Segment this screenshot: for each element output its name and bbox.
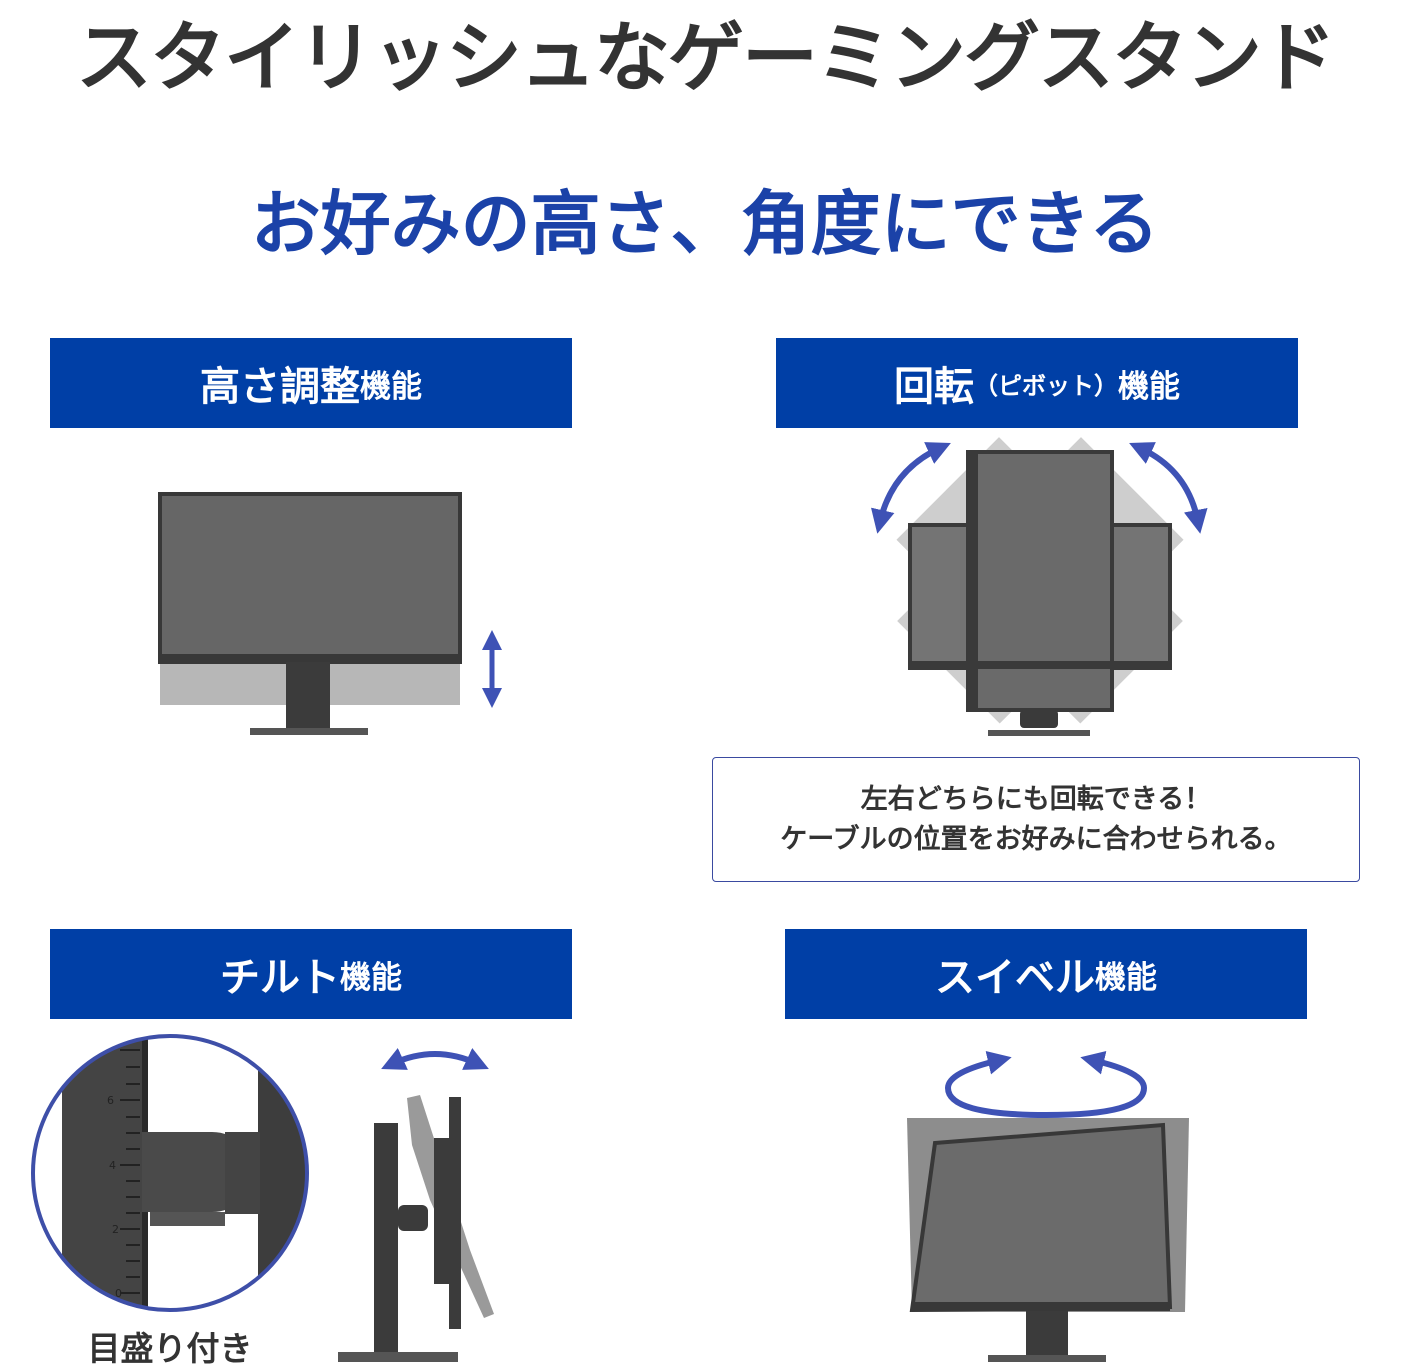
label-main: 回転 <box>894 364 974 410</box>
label-suffix: 機能 <box>360 368 422 405</box>
scale-tick: 6 <box>107 1094 114 1107</box>
scale-tick: 0 <box>115 1287 122 1300</box>
pivot-note-line2: ケーブルの位置をお好みに合わせられる。 <box>780 823 1292 855</box>
tilt-arrow-icon <box>381 1048 489 1070</box>
swivel-feature-label: スイベル機能 <box>785 929 1307 1019</box>
tilt-side-illustration <box>338 1048 494 1362</box>
label-suffix: 機能 <box>340 959 402 996</box>
tilt-feature-label: チルト機能 <box>50 929 572 1019</box>
label-main: スイベル <box>935 955 1095 1001</box>
height-feature-label: 高さ調整機能 <box>50 338 572 428</box>
label-suffix: 機能 <box>1095 959 1157 996</box>
pivot-monitor-illustration <box>871 437 1208 736</box>
rotate-left-arrow-icon <box>871 442 951 534</box>
scale-tick: 4 <box>109 1159 116 1172</box>
label-paren: （ピボット） <box>974 371 1118 400</box>
height-monitor-illustration <box>158 492 502 735</box>
label-suffix: 機能 <box>1118 368 1180 405</box>
scale-tick: 2 <box>112 1223 119 1236</box>
pivot-feature-label: 回転（ピボット）機能 <box>776 338 1298 428</box>
page-title: スタイリッシュなゲーミングスタンド <box>76 13 1336 102</box>
page-subtitle: お好みの高さ、角度にできる <box>250 183 1160 265</box>
pivot-note-line1: 左右どちらにも回転できる！ <box>860 783 1212 815</box>
pivot-note: 左右どちらにも回転できる！ ケーブルの位置をお好みに合わせられる。 <box>712 757 1360 882</box>
swivel-monitor-illustration <box>907 1051 1189 1362</box>
label-main: チルト <box>220 955 340 1001</box>
swivel-arrow-icon <box>944 1051 1148 1119</box>
label-main: 高さ調整 <box>200 364 360 410</box>
rotate-right-arrow-icon <box>1129 442 1208 534</box>
tilt-caption: 目盛り付き <box>87 1329 253 1368</box>
tilt-scale-closeup: 6 4 2 0 <box>31 1034 309 1312</box>
